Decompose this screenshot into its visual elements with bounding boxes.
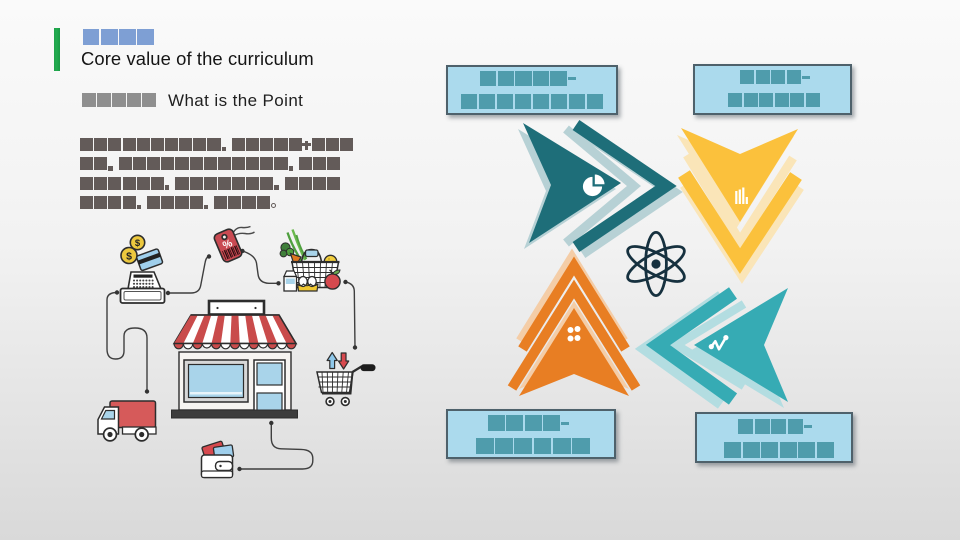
svg-text:$: $	[135, 238, 141, 249]
svg-text:$: $	[126, 251, 132, 263]
